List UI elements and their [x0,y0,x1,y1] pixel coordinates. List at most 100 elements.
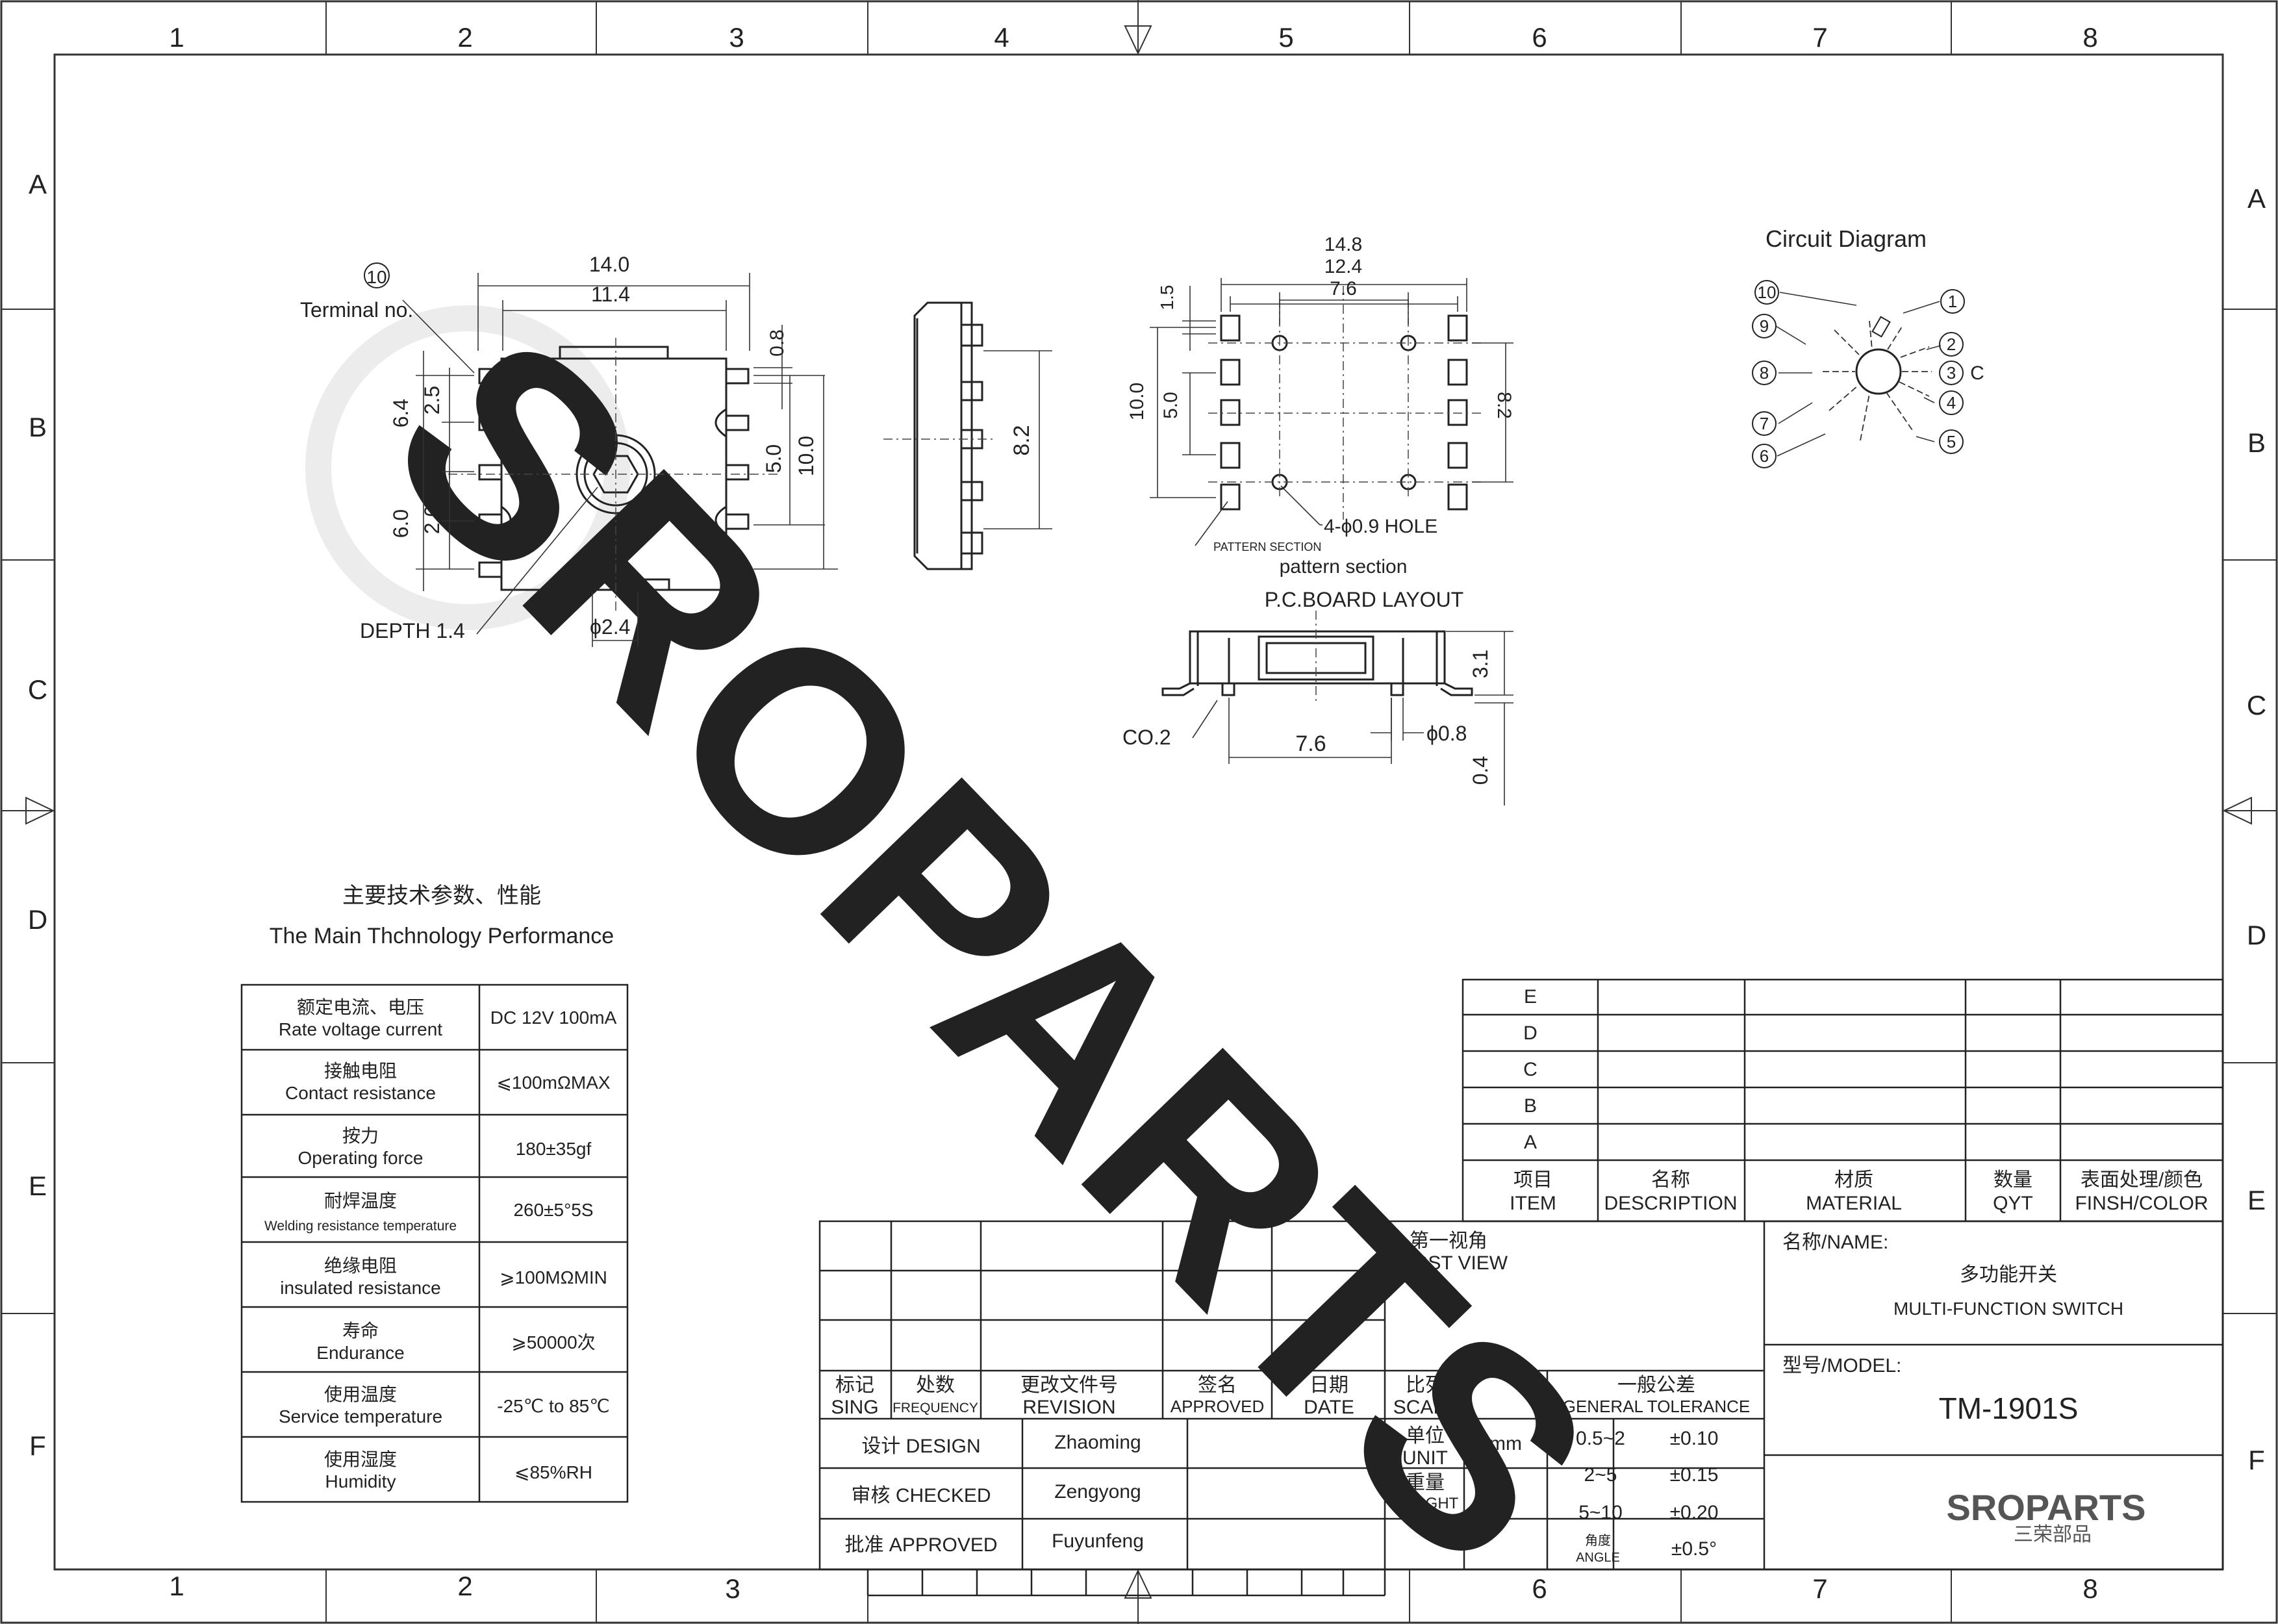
circuit-title: Circuit Diagram [1765,225,1927,252]
perf-label-cn: 绝缘电阻 [324,1256,397,1276]
hole-label: ϕ2.4 [590,615,630,639]
perf-value: DC 12V 100mA [490,1008,617,1028]
perf-value: -25℃ to 85℃ [497,1396,609,1416]
rev-header-en: SING [831,1397,878,1418]
approved-label: 批准 APPROVED [844,1534,997,1556]
perf-label-en: Contact resistance [285,1083,436,1103]
col-number: 3 [725,1573,740,1604]
perf-value: 260±5°5S [513,1200,593,1220]
col-number: 1 [169,1571,184,1601]
bom-header-cn: 材质 [1834,1169,1873,1191]
col-number: 8 [2082,22,2097,53]
tolerance-en: GENERAL TOLERANCE [1563,1397,1751,1416]
rev-header-en: FREQUENCY [892,1401,978,1415]
dim-left-20: 2.0 [420,505,444,534]
bom-header-en: QYT [1993,1193,2033,1214]
bom-row-label: A [1524,1132,1537,1153]
row-letter: C [28,674,47,705]
side-view: 8.2 [883,301,1052,570]
dim-100: 10.0 [1126,383,1148,420]
bom-row-label: D [1523,1022,1538,1044]
dim-width-outer: 14.0 [589,253,629,276]
bom-table: E D C B A 项目 ITEM 名称 DESCRIPTION 材质 MATE… [1462,978,2224,1223]
dim-left-64: 6.4 [389,399,412,427]
circuit-diagram: Circuit Diagram [1752,225,1984,468]
tol-value: ±0.20 [1670,1502,1719,1523]
row-letter: E [2247,1185,2266,1215]
col-number: 2 [457,22,472,53]
tol-value: ±0.10 [1670,1428,1719,1449]
rev-header-en: REVISION [1022,1397,1115,1418]
bottom-notch [560,578,670,590]
bom-header-en: ITEM [1510,1193,1556,1214]
first-view-cn: 第一视角 [1410,1230,1487,1252]
scale-cn: 比列 [1406,1375,1445,1396]
terminal-5: 5 [1947,432,1956,451]
dim-76: 7.6 [1330,278,1357,299]
approver-name: Fuyunfeng [1052,1530,1144,1552]
perf-label-en: Rate voltage current [279,1019,442,1039]
tol-range: 5~10 [1578,1502,1623,1523]
checked-label: 审核 CHECKED [851,1485,991,1506]
tol-range: 2~5 [1584,1464,1617,1486]
col-number: 5 [1278,22,1293,53]
pcb-layout: 14.8 12.4 7.6 1.5 10.0 5.0 8.2 4-ϕ0.9 HO… [1126,234,1515,611]
dim-76-profile: 7.6 [1295,731,1326,756]
perf-label-en: Endurance [316,1343,404,1363]
row-letter: D [28,904,47,935]
dim-124: 12.4 [1324,256,1362,277]
dim-right-10: 10.0 [794,436,818,476]
weight-cn: 重量 [1406,1472,1445,1493]
bom-row-label: B [1524,1095,1537,1117]
perf-label-en: Operating force [298,1148,424,1168]
row-letter: B [2247,427,2266,458]
name-label: 名称/NAME: [1782,1232,1888,1253]
perf-label-en: Humidity [325,1471,396,1491]
terminal-9: 9 [1760,316,1769,336]
col-number: 2 [457,1571,472,1601]
unit-en: UNIT [1402,1447,1448,1469]
perf-label-cn: 使用温度 [324,1384,397,1404]
perf-label-en: insulated resistance [280,1278,440,1298]
design-label: 设计 DESIGN [861,1436,980,1457]
perf-label-cn: 额定电流、电压 [297,997,424,1017]
model-value: TM-1901S [1939,1391,2079,1425]
tol-value: ±0.5° [1671,1538,1717,1560]
watermark-text: SROPARTS [333,275,1651,1624]
col-number: 6 [1532,22,1547,53]
perf-label-en: Service temperature [279,1406,442,1427]
dim-04: 0.4 [1469,756,1492,785]
logo-cn: 三荣部品 [2014,1524,2092,1545]
row-letter: F [2248,1445,2265,1475]
company-logo: SROPARTS 三荣部品 [1947,1487,2146,1545]
col-number: 4 [994,22,1009,53]
bom-header-cn: 项目 [1513,1169,1552,1191]
rev-header-cn: 处数 [916,1375,955,1396]
dim-right-top: 0.8 [766,329,788,357]
col-number: 3 [729,22,744,53]
watermark: SROPARTS [305,275,1651,1624]
part-name-en: MULTI-FUNCTION SWITCH [1893,1299,2123,1319]
logo-text: SROPARTS [1947,1487,2146,1528]
perf-value: ⩾100MΩMIN [500,1267,607,1288]
rev-header-en: APPROVED [1171,1397,1265,1416]
dim-left-60: 6.0 [389,509,412,538]
perf-label-cn: 寿命 [342,1321,379,1341]
dim-right-5: 5.0 [762,444,785,473]
top-notch [559,346,669,359]
perf-value: ⩽100mΩMAX [496,1072,610,1093]
designer-name: Zhaoming [1054,1432,1141,1453]
unit-value: mm [1489,1433,1522,1454]
frame-row-letters: A B C D E F A B C D E F [28,169,2266,1475]
col-number: 8 [2082,1573,2097,1604]
tol-value: ±0.15 [1670,1464,1719,1486]
dim-left-25: 2.5 [420,386,444,414]
dim-15: 1.5 [1157,285,1177,311]
title-block: 第一视角 FIRST VIEW 标记 SING 处数 FREQUENCY 更改文… [818,1220,2224,1597]
perf-label-cn: 按力 [342,1126,379,1146]
unit-cn: 单位 [1406,1425,1445,1447]
centering-arrows [25,25,2252,1599]
row-letter: C [2247,690,2266,720]
